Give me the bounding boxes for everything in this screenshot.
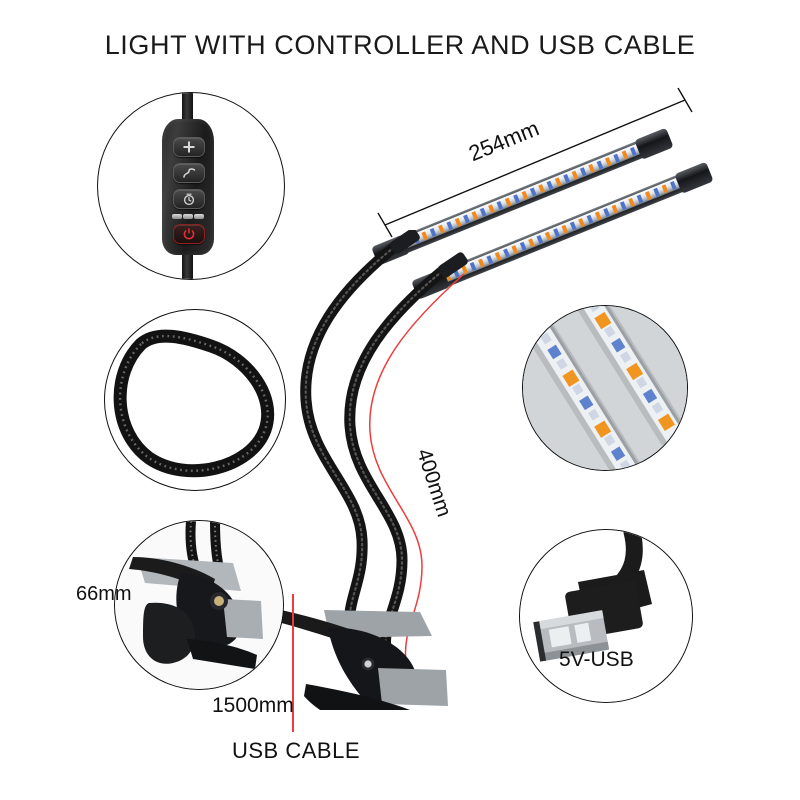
gooseneck-texture-front: [348, 266, 448, 652]
controller-cable-bottom: [182, 251, 193, 279]
clip-detail-circle: [114, 520, 284, 690]
led-strip-assembly: [372, 87, 713, 299]
controller-cable-top: [182, 93, 193, 125]
clip-pad-lower: [223, 599, 263, 639]
dimension-label-clip-width: 66mm: [76, 583, 132, 605]
controller-detail-circle: [97, 92, 285, 280]
dimension-line-1500mm: [292, 594, 294, 732]
power-icon: [183, 228, 195, 240]
gooseneck-texture-rear: [304, 242, 400, 632]
indicator-led-3: [194, 214, 204, 219]
led-row-upper: [404, 147, 637, 248]
gooseneck-collars: [390, 230, 468, 278]
led-closeup-image: [523, 306, 687, 470]
brightness-button[interactable]: [173, 137, 205, 157]
plus-icon: [183, 141, 195, 153]
gooseneck-detail-circle: [104, 309, 286, 491]
gooseneck-tube-loop: [113, 329, 275, 478]
strip-end-cap-far: [635, 128, 673, 159]
spring-clip: [270, 608, 448, 710]
timer-icon: [183, 193, 195, 206]
indicator-led-2: [183, 214, 193, 219]
indicator-led-1: [172, 214, 182, 219]
gooseneck-and-clip-assembly: [270, 230, 468, 710]
usb-metal-plug: [533, 610, 610, 662]
usb-connector-detail-circle: [519, 529, 693, 703]
led-row-lower: [444, 181, 677, 282]
led-strip-lower: [412, 162, 713, 299]
clip-closeup-image: [115, 521, 283, 689]
dimension-line-254mm: [377, 87, 693, 238]
strip-end-cap-far-2: [675, 162, 713, 193]
power-button[interactable]: [173, 224, 205, 244]
mode-button[interactable]: [173, 163, 205, 183]
led-closeup-strip-b: [523, 306, 687, 470]
label-usb-cable: USB CABLE: [232, 738, 360, 763]
dimension-label-cable-length: 1500mm: [212, 694, 294, 717]
s-curve-icon: [182, 168, 195, 178]
clip-base-zoom: [187, 639, 257, 669]
usb-connector-image: [520, 530, 692, 702]
clip-jaw-pad-lower: [378, 668, 448, 706]
dimension-line-400mm: [369, 273, 465, 663]
led-strip-detail-circle: [522, 305, 688, 471]
gooseneck-tube-texture: [118, 334, 269, 472]
controller-body: [162, 119, 214, 255]
page-title: LIGHT WITH CONTROLLER AND USB CABLE: [104, 30, 696, 60]
clip-lever-lower: [304, 684, 410, 710]
label-usb-spec: 5V-USB: [559, 648, 634, 671]
gooseneck-loop-image: [113, 329, 275, 478]
clip-grip-lower: [143, 602, 195, 664]
timer-button[interactable]: [173, 189, 205, 209]
